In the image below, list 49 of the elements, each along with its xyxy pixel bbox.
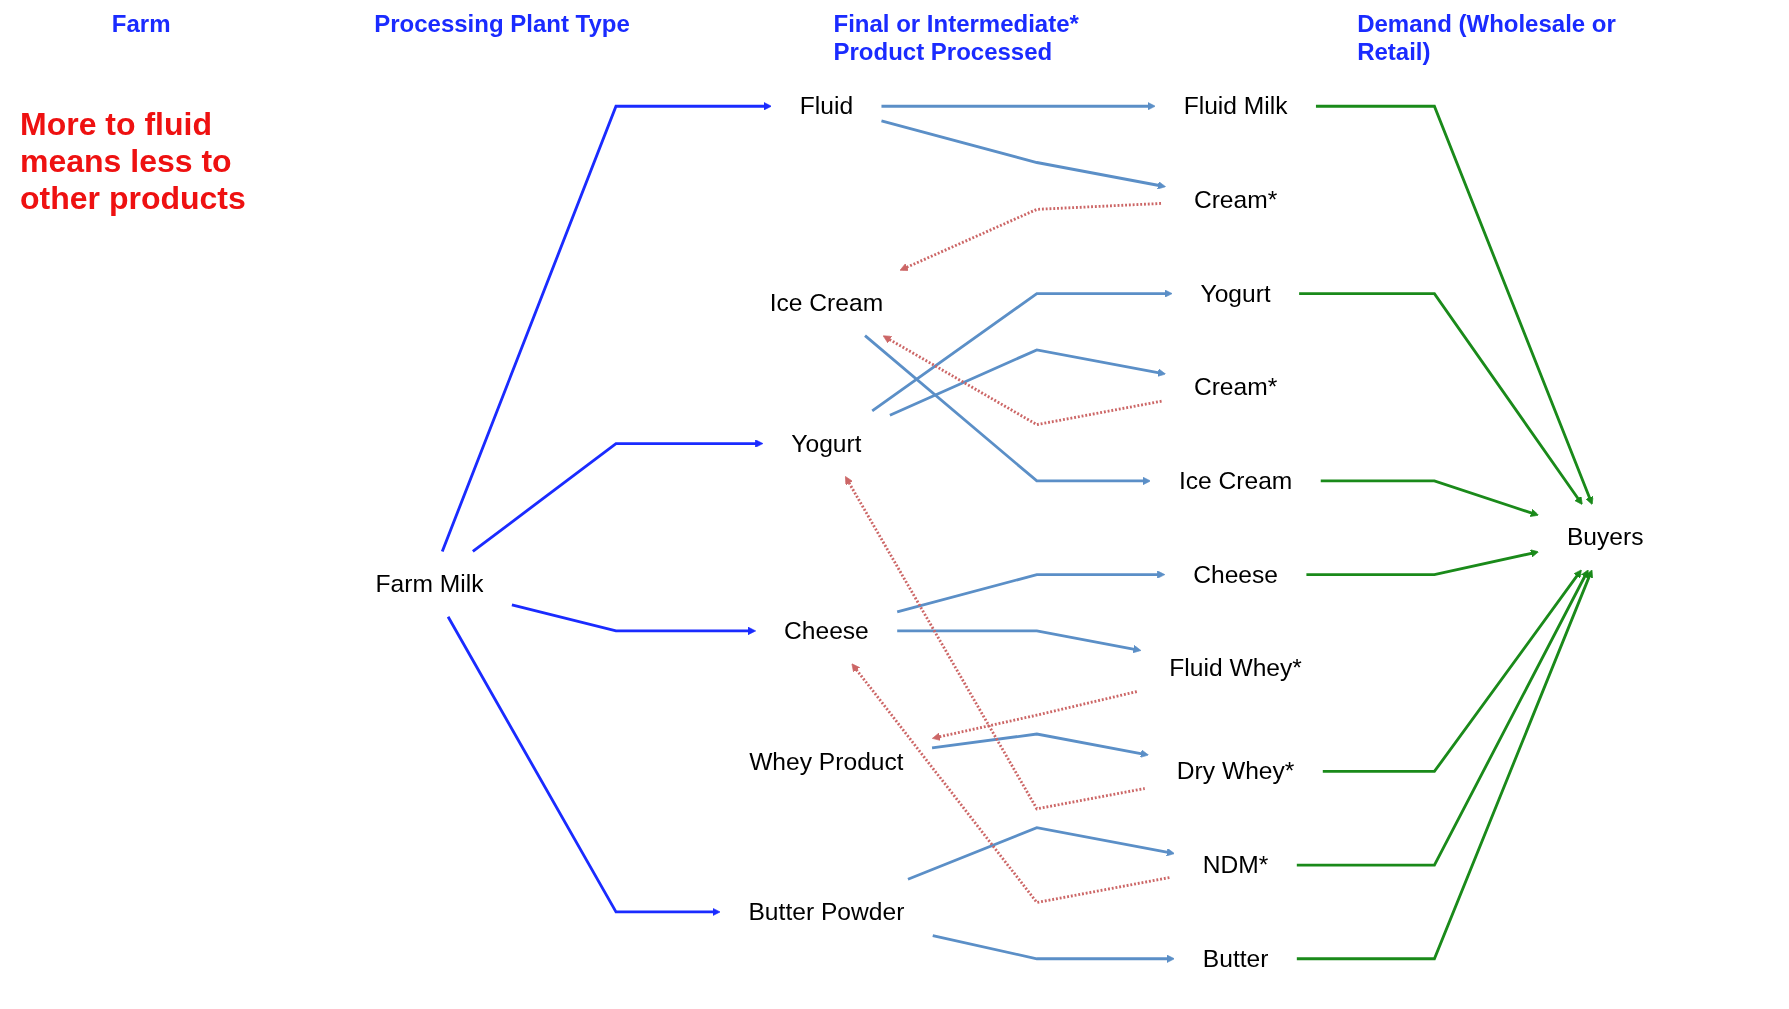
node-text: Ice Cream (1178, 466, 1293, 495)
node-text: Dry Whey* (1176, 756, 1295, 786)
arrow (1322, 569, 1582, 773)
node-text: NDM* (1202, 850, 1269, 879)
node-text: Ice Cream (769, 288, 884, 317)
node-text: Farm Milk (375, 569, 484, 598)
arrow (932, 934, 1175, 963)
node-text: Yogurt (791, 428, 862, 458)
arrow (881, 119, 1166, 190)
node-text: Butter Powder (748, 897, 905, 926)
arrow (511, 603, 756, 636)
arrow (1296, 569, 1593, 961)
node-text: Buyers (1566, 522, 1644, 551)
arrow (871, 289, 1173, 413)
column-heading: Farm (111, 10, 171, 39)
arrow (864, 334, 1151, 486)
node-text: Whey Product (749, 747, 904, 776)
node-text: Fluid (799, 91, 854, 120)
node-text: Cream* (1193, 185, 1278, 214)
node-text: Yogurt (1200, 278, 1271, 308)
arrow (907, 826, 1175, 881)
column-heading: Final or Intermediate* Product Processed (833, 10, 1080, 66)
annotation-text: More to fluid means less to other products (20, 106, 247, 217)
arrow (1315, 104, 1594, 505)
arrow (440, 102, 772, 552)
arrow (446, 616, 721, 917)
arrow (1306, 549, 1539, 577)
arrow (896, 570, 1166, 614)
node-text: Cream* (1193, 372, 1278, 401)
node-text: Fluid Milk (1183, 91, 1288, 120)
arrow (1296, 569, 1589, 867)
column-heading: Processing Plant Type (374, 10, 630, 39)
arrow (889, 348, 1166, 417)
node-text: Cheese (1193, 559, 1279, 589)
arrow (472, 439, 764, 553)
arrow (897, 629, 1142, 654)
arrow (1299, 292, 1583, 505)
node-text: Cheese (784, 616, 869, 645)
arrow (845, 476, 1145, 811)
arrow (932, 690, 1138, 741)
arrow (899, 202, 1162, 271)
arrow (882, 335, 1163, 427)
arrow (881, 102, 1156, 111)
column-heading: Demand (Wholesale or Retail) (1357, 10, 1617, 66)
arrow (851, 663, 1171, 905)
node-text: Fluid Whey* (1169, 653, 1302, 683)
arrow (1320, 479, 1539, 517)
node-text: Butter (1202, 944, 1269, 973)
arrow (931, 732, 1149, 758)
